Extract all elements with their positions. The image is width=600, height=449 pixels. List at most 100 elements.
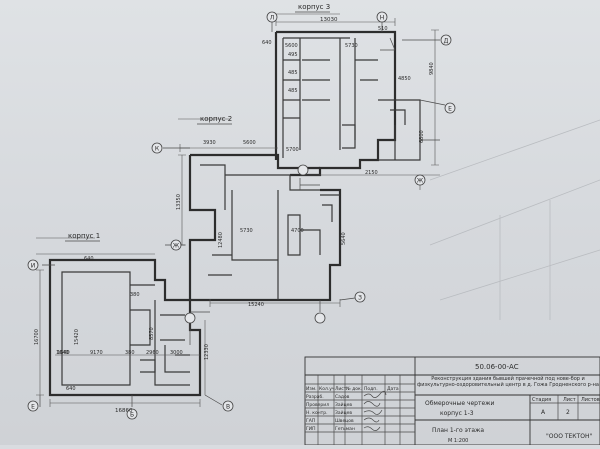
background-traces <box>429 119 600 320</box>
svg-text:Е: Е <box>448 106 452 113</box>
content-subtitle: корпус 1-3 <box>440 410 474 417</box>
dimension-lines <box>36 13 440 407</box>
svg-text:К: К <box>155 146 160 153</box>
title-block: 50.06-00-АС Реконструкция здания бывшей … <box>304 356 600 446</box>
plan-title: План 1-го этажа <box>432 427 484 434</box>
axis-marker-I: И <box>27 259 39 271</box>
project-description: Реконструкция здания бывшей прачечной по… <box>417 376 599 388</box>
axis-marker-Z: З <box>354 291 366 303</box>
doc-code: 50.06-00-АС <box>475 363 519 371</box>
svg-text:5700: 5700 <box>286 147 299 153</box>
svg-text:№ док.: № док. <box>346 386 362 392</box>
svg-text:2150: 2150 <box>365 170 378 176</box>
axis-marker-D: Д <box>440 34 452 46</box>
svg-text:Швецов: Швецов <box>335 418 354 424</box>
svg-text:380: 380 <box>125 350 135 356</box>
building-section-3 <box>274 30 421 177</box>
title-roles: Разраб. Садов Проверил Зайцев Н. контр. … <box>306 394 355 432</box>
svg-text:5730: 5730 <box>345 43 358 49</box>
axis-marker-K: К <box>151 142 163 154</box>
svg-text:2960: 2960 <box>146 350 159 356</box>
svg-text:Проверил: Проверил <box>306 402 329 408</box>
axis-marker-Zh: Ж <box>170 239 182 251</box>
axis-marker-E2: Е <box>444 102 456 114</box>
svg-text:ГАП: ГАП <box>306 418 315 424</box>
svg-text:3000: 3000 <box>170 350 183 356</box>
axis-marker-blank-3 <box>297 164 309 176</box>
svg-text:640: 640 <box>84 256 94 262</box>
dimension-texts: 13030 5600 5730 4850 9840 6800 2150 5600… <box>34 17 435 414</box>
svg-text:З: З <box>358 295 362 302</box>
svg-text:495: 495 <box>288 52 298 58</box>
title-col-headers: Изм. Кол.уч Лист № док. Подп. Дата <box>306 386 399 392</box>
svg-text:И: И <box>31 263 36 270</box>
svg-text:8570: 8570 <box>149 327 155 340</box>
svg-text:4700: 4700 <box>291 228 304 234</box>
axis-marker-L: Л <box>266 11 278 23</box>
stage-value: А <box>541 409 546 416</box>
svg-text:Д: Д <box>444 38 449 45</box>
svg-text:ГИП: ГИП <box>306 426 316 432</box>
signature-scribbles <box>363 390 387 431</box>
sheet-value: 2 <box>566 409 570 416</box>
sheet-header: Лист <box>563 397 576 403</box>
sheets-header: Листов <box>581 397 600 403</box>
svg-text:15420: 15420 <box>74 329 80 345</box>
svg-text:5600: 5600 <box>285 43 298 49</box>
svg-text:13350: 13350 <box>176 194 182 210</box>
svg-text:Зайцев: Зайцев <box>335 401 352 408</box>
svg-text:6800: 6800 <box>419 130 425 143</box>
svg-text:9170: 9170 <box>90 350 103 356</box>
svg-text:Дата: Дата <box>387 386 399 392</box>
content-title: Обмерочные чертежи <box>425 400 495 407</box>
svg-text:4850: 4850 <box>398 76 411 82</box>
svg-text:380: 380 <box>130 292 140 298</box>
svg-text:Кол.уч: Кол.уч <box>319 386 335 392</box>
svg-text:Е: Е <box>31 404 35 411</box>
plan-scale: М 1:200 <box>448 438 468 444</box>
section-label-1: корпус 1 <box>68 232 100 240</box>
svg-text:Л: Л <box>270 15 275 22</box>
building-section-2 <box>188 153 342 302</box>
svg-text:13030: 13030 <box>320 17 338 23</box>
svg-text:Разраб.: Разраб. <box>306 394 324 400</box>
svg-text:510: 510 <box>378 26 388 32</box>
svg-text:16700: 16700 <box>34 329 40 345</box>
svg-text:12480: 12480 <box>218 232 224 248</box>
section-label-2: корпус 2 <box>200 115 232 123</box>
svg-text:Н. контр.: Н. контр. <box>306 410 328 416</box>
svg-text:Н: Н <box>380 15 385 22</box>
svg-text:640: 640 <box>66 386 76 392</box>
section-label-3: корпус 3 <box>298 3 330 11</box>
section-labels: корпус 1 корпус 2 корпус 3 <box>65 3 330 242</box>
svg-text:640: 640 <box>262 40 272 46</box>
stage-header: Стадия <box>532 397 551 403</box>
svg-text:485: 485 <box>288 88 298 94</box>
svg-text:5730: 5730 <box>240 228 253 234</box>
building-section-1 <box>48 258 202 397</box>
company-name: "ООО ТЕКТОН" <box>546 433 592 440</box>
svg-text:Б: Б <box>130 412 134 419</box>
svg-text:5640: 5640 <box>341 232 347 245</box>
svg-text:12330: 12330 <box>204 344 210 360</box>
svg-text:485: 485 <box>288 70 298 76</box>
svg-text:9840: 9840 <box>429 62 435 75</box>
svg-text:Ж: Ж <box>173 243 180 250</box>
axis-markers: И Е Б В Ж К Л Н Д Е Ж З <box>27 11 456 420</box>
svg-text:Лист: Лист <box>335 386 347 392</box>
axis-marker-E1: Е <box>27 400 39 412</box>
svg-text:Ж: Ж <box>417 178 424 185</box>
svg-text:15240: 15240 <box>248 302 264 308</box>
svg-text:Изм.: Изм. <box>306 386 317 392</box>
svg-text:16860: 16860 <box>115 408 133 414</box>
axis-marker-V: В <box>222 400 234 412</box>
axis-marker-Zh2: Ж <box>414 174 426 186</box>
svg-text:1640: 1640 <box>57 350 70 356</box>
svg-text:Гетьман: Гетьман <box>335 426 355 432</box>
svg-text:Садов: Садов <box>335 394 350 400</box>
svg-text:1640: 1640 <box>56 350 69 356</box>
axis-lines <box>39 16 446 407</box>
svg-text:3930: 3930 <box>203 140 216 146</box>
